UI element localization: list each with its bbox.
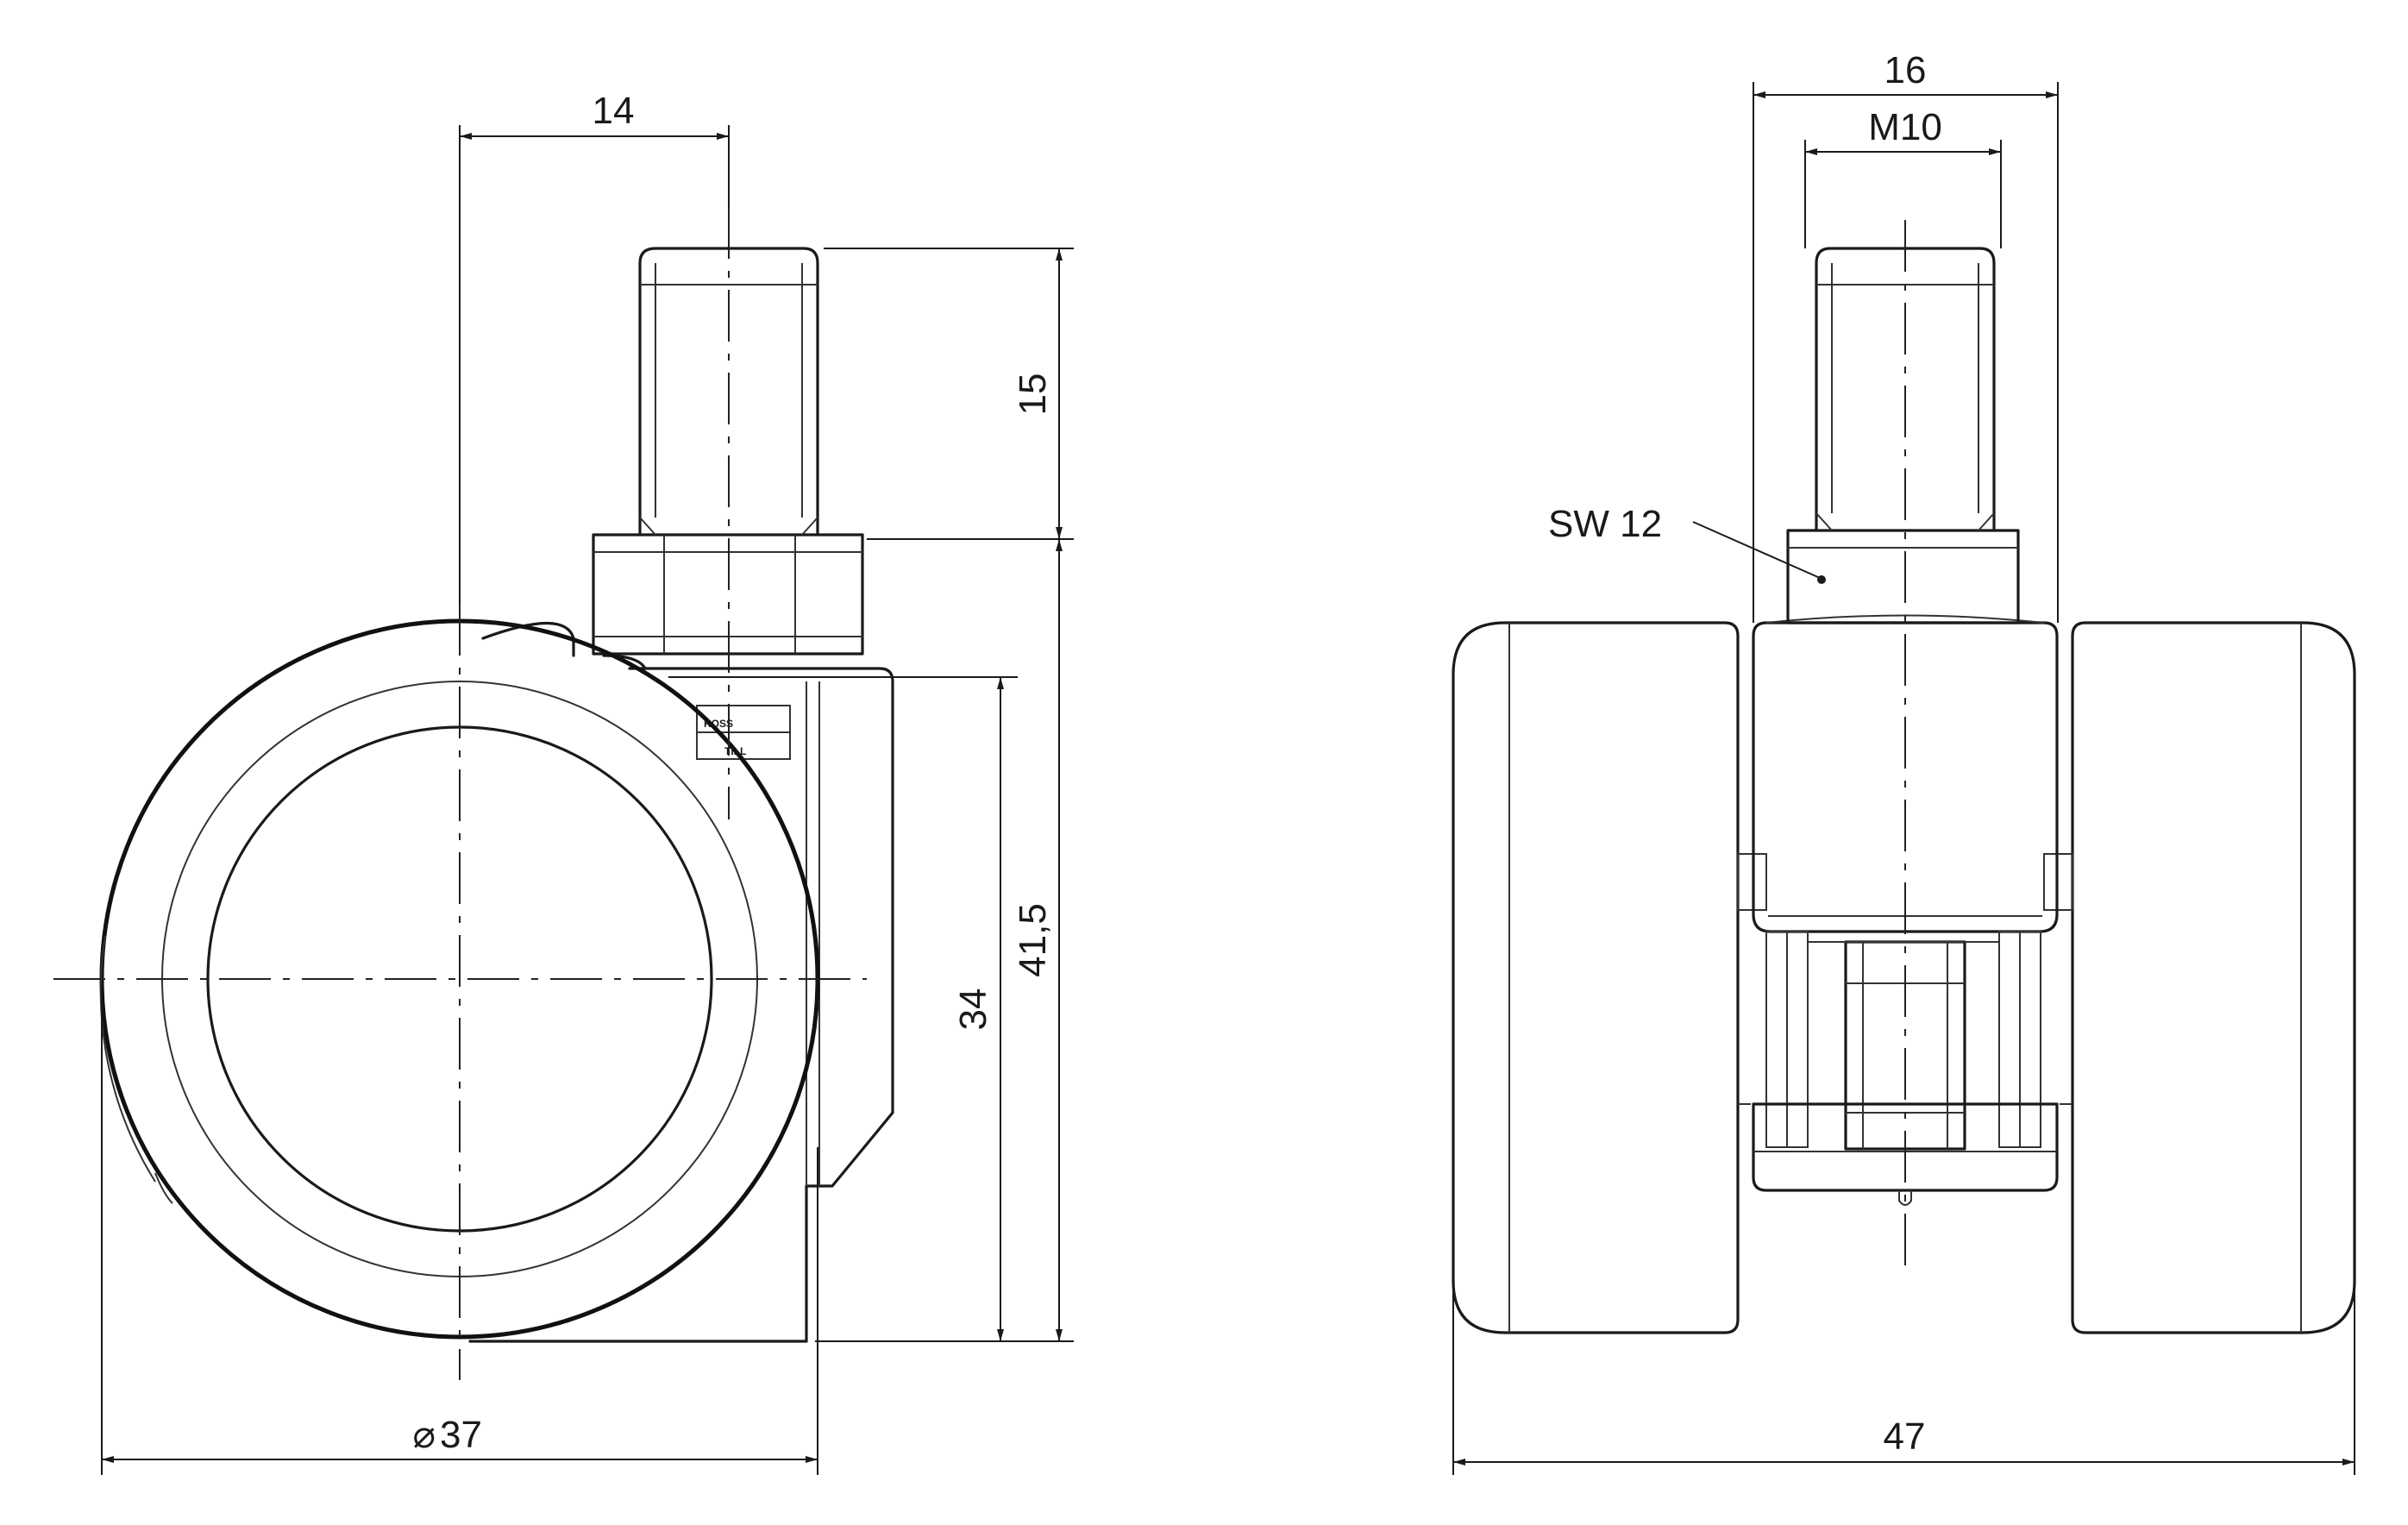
side-view: ROSS TILL 14 <box>53 90 1074 1475</box>
dimension-stem-height: 15 <box>1012 248 1063 539</box>
dim-label-m10: M10 <box>1868 106 1942 148</box>
dimension-wheel-diameter: ⌀ 37 <box>102 1414 818 1463</box>
brand-logo: ROSS TILL <box>696 705 791 760</box>
dim-diameter-symbol: ⌀ <box>413 1414 436 1456</box>
dimension-total-height: 41,5 <box>1012 539 1063 1341</box>
caster-housing <box>468 621 894 1343</box>
dim-label-14: 14 <box>593 90 635 132</box>
dimension-total-width: 47 <box>1453 1415 2355 1465</box>
dim-label-sw12: SW 12 <box>1548 503 1662 545</box>
dim-label-16: 16 <box>1884 49 1927 91</box>
wheel-front-right <box>2071 621 2356 1334</box>
dim-label-15: 15 <box>1012 373 1054 416</box>
front-view: 16 M10 SW 12 47 <box>1452 49 2356 1475</box>
hub <box>1808 940 1999 1151</box>
dimension-wheel-height: 34 <box>952 677 1004 1341</box>
front-extension-lines <box>1452 82 2355 1475</box>
dimension-stem-offset: 14 <box>460 90 729 140</box>
dim-label-34: 34 <box>952 988 994 1031</box>
wheel-front-left <box>1452 621 1740 1334</box>
side-extension-lines <box>101 125 1074 1475</box>
hex-nut-front <box>1786 529 2020 624</box>
dim-label-41-5: 41,5 <box>1012 903 1054 977</box>
dim-label-37: 37 <box>440 1414 482 1456</box>
wrench-size-callout: SW 12 <box>1548 503 1826 584</box>
dimension-thread: M10 <box>1805 106 2001 155</box>
fork-legs <box>1765 931 2041 1148</box>
dimension-stem-width: 16 <box>1753 49 2058 98</box>
dim-label-47: 47 <box>1884 1415 1926 1458</box>
